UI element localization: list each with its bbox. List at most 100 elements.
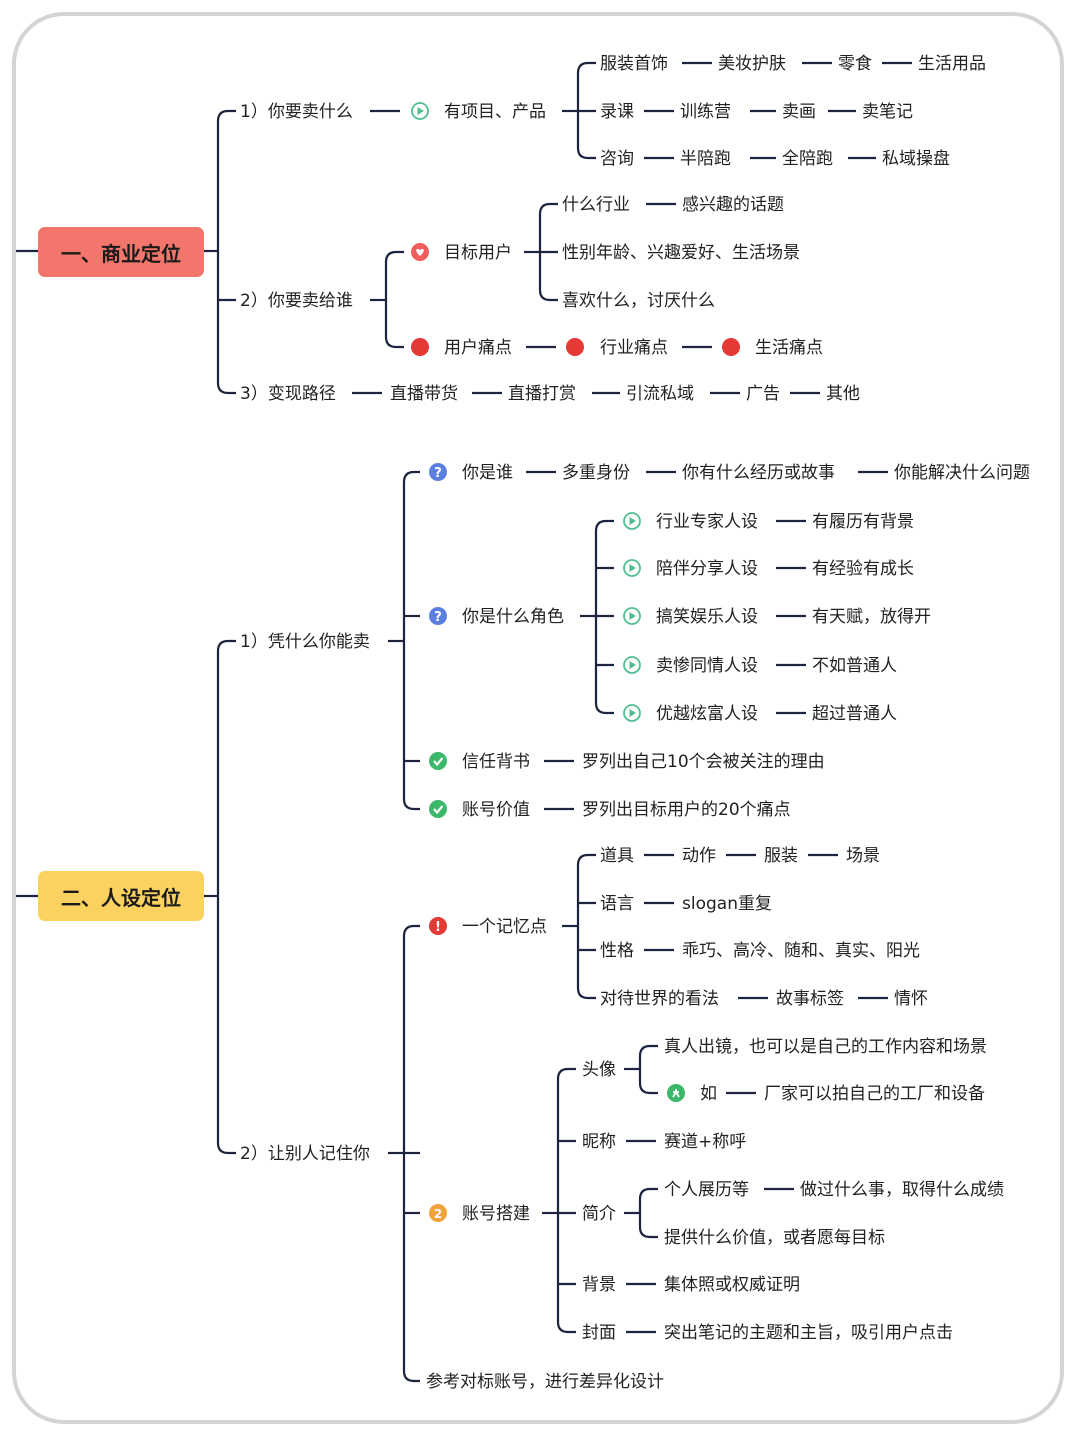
node-role-expert[interactable]: 行业专家人设	[656, 512, 758, 532]
node-solve-problem[interactable]: 你能解决什么问题	[894, 463, 1030, 483]
node-live-tips[interactable]: 直播打赏	[508, 384, 576, 404]
branch-persona: 1）凭什么你能卖 你是谁 多重身份 你有什么经历或故事 你能解决什么问题 你是什…	[240, 463, 1030, 1392]
node-private-traffic[interactable]: 引流私域	[626, 384, 694, 404]
root-node-persona[interactable]: 二、人设定位	[38, 871, 204, 921]
node-personality[interactable]: 性格	[600, 941, 634, 961]
node-who-are-you[interactable]: 你是谁	[462, 463, 513, 483]
node-actions[interactable]: 动作	[682, 846, 716, 866]
node-intro-resume[interactable]: 个人展历等	[664, 1180, 749, 1200]
check-icon	[427, 798, 449, 820]
node-personality-traits[interactable]: 乖巧、高冷、随和、真实、阳光	[682, 941, 920, 961]
node-role-rich[interactable]: 优越炫富人设	[656, 704, 758, 724]
root-node-business[interactable]: 一、商业定位	[38, 227, 204, 277]
play-icon	[623, 607, 641, 625]
node-nickname[interactable]: 昵称	[582, 1132, 616, 1152]
node-industry[interactable]: 什么行业	[562, 195, 630, 215]
node-full-coaching[interactable]: 全陪跑	[782, 149, 833, 169]
node-who-to-sell[interactable]: 2）你要卖给谁	[240, 291, 353, 311]
node-nickname-desc[interactable]: 赛道+称呼	[664, 1131, 746, 1152]
heart-icon	[411, 243, 429, 261]
node-consulting[interactable]: 咨询	[600, 149, 634, 169]
red-dot-icon	[566, 338, 584, 356]
node-scene[interactable]: 场景	[846, 846, 880, 866]
node-role[interactable]: 你是什么角色	[462, 607, 564, 627]
connector-lines	[16, 61, 912, 1383]
node-role-expert-desc[interactable]: 有履历有背景	[812, 512, 914, 532]
node-beauty[interactable]: 美妆护肤	[718, 54, 786, 74]
node-role-sympathy-desc[interactable]: 不如普通人	[812, 656, 897, 676]
node-interesting-topics[interactable]: 感兴趣的话题	[682, 195, 784, 215]
node-props[interactable]: 道具	[600, 846, 634, 866]
node-slogan[interactable]: slogan重复	[682, 894, 772, 914]
play-icon	[623, 704, 641, 722]
node-role-sympathy[interactable]: 卖惨同情人设	[656, 656, 758, 676]
exclamation-icon	[429, 917, 447, 935]
node-worldview[interactable]: 对待世界的看法	[600, 989, 719, 1009]
node-ads[interactable]: 广告	[746, 384, 780, 404]
node-role-funny[interactable]: 搞笑娱乐人设	[656, 607, 758, 627]
node-snacks[interactable]: 零食	[838, 54, 872, 74]
play-icon	[411, 102, 429, 120]
node-account-value[interactable]: 账号价值	[462, 800, 530, 820]
node-role-companion[interactable]: 陪伴分享人设	[656, 559, 758, 579]
node-sentiment[interactable]: 情怀	[894, 989, 928, 1009]
question-icon	[429, 607, 447, 625]
node-half-coaching[interactable]: 半陪跑	[680, 149, 731, 169]
node-daily-goods[interactable]: 生活用品	[918, 54, 986, 74]
node-cover[interactable]: 封面	[582, 1323, 616, 1343]
node-reference-accounts[interactable]: 参考对标账号，进行差异化设计	[426, 1372, 664, 1392]
node-avatar-real[interactable]: 真人出镜，也可以是自己的工作内容和场景	[664, 1037, 987, 1057]
node-intro-achievement[interactable]: 做过什么事，取得什么成绩	[800, 1180, 1004, 1200]
node-why-you[interactable]: 1）凭什么你能卖	[240, 632, 370, 652]
play-icon	[623, 512, 641, 530]
node-account-setup[interactable]: 账号搭建	[462, 1204, 530, 1224]
node-background[interactable]: 背景	[582, 1275, 616, 1295]
node-cover-desc[interactable]: 突出笔记的主题和主旨，吸引用户点击	[664, 1323, 953, 1343]
node-story-tag[interactable]: 故事标签	[776, 989, 844, 1009]
node-life-pain[interactable]: 生活痛点	[755, 338, 823, 358]
node-memory-point[interactable]: 一个记忆点	[462, 917, 547, 937]
play-icon	[623, 656, 641, 674]
node-clothing[interactable]: 服装首饰	[600, 54, 668, 74]
node-account-value-desc[interactable]: 罗列出目标用户的20个痛点	[582, 800, 791, 820]
node-costume[interactable]: 服装	[764, 846, 798, 866]
node-sell-paintings[interactable]: 卖画	[782, 102, 816, 122]
node-intro[interactable]: 简介	[582, 1204, 616, 1224]
question-icon	[429, 463, 447, 481]
node-be-remembered[interactable]: 2）让别人记住你	[240, 1144, 370, 1164]
node-project-product[interactable]: 有项目、产品	[444, 102, 546, 122]
node-role-rich-desc[interactable]: 超过普通人	[812, 704, 897, 724]
node-private-domain[interactable]: 私域操盘	[882, 149, 950, 169]
node-role-companion-desc[interactable]: 有经验有成长	[812, 559, 914, 579]
node-language[interactable]: 语言	[600, 894, 634, 914]
node-user-pain[interactable]: 用户痛点	[444, 338, 512, 358]
node-bootcamp[interactable]: 训练营	[680, 102, 731, 122]
node-likes-dislikes[interactable]: 喜欢什么，讨厌什么	[562, 291, 715, 311]
node-intro-value[interactable]: 提供什么价值，或者愿每目标	[664, 1228, 885, 1248]
node-trust-desc[interactable]: 罗列出自己10个会被关注的理由	[582, 752, 825, 772]
node-target-user[interactable]: 目标用户	[444, 243, 512, 263]
node-avatar-eg[interactable]: 如	[700, 1084, 717, 1104]
node-role-funny-desc[interactable]: 有天赋，放得开	[812, 607, 931, 627]
node-demographics[interactable]: 性别年龄、兴趣爱好、生活场景	[562, 243, 800, 263]
node-background-desc[interactable]: 集体照或权威证明	[664, 1275, 800, 1295]
red-dot-icon	[722, 338, 740, 356]
check-icon	[427, 750, 449, 772]
node-sell-notes[interactable]: 卖笔记	[862, 102, 913, 122]
node-monetization[interactable]: 3）变现路径	[240, 384, 336, 404]
node-multi-identity[interactable]: 多重身份	[562, 463, 630, 483]
outer-frame	[12, 12, 1064, 1424]
node-recorded-course[interactable]: 录课	[600, 102, 634, 122]
node-experience[interactable]: 你有什么经历或故事	[682, 463, 835, 483]
node-industry-pain[interactable]: 行业痛点	[600, 338, 668, 358]
node-live-commerce[interactable]: 直播带货	[390, 384, 458, 404]
node-avatar[interactable]: 头像	[582, 1060, 616, 1080]
node-avatar-factory[interactable]: 厂家可以拍自己的工厂和设备	[764, 1084, 985, 1104]
node-what-to-sell[interactable]: 1）你要卖什么	[240, 102, 353, 122]
play-icon	[623, 559, 641, 577]
node-trust[interactable]: 信任背书	[462, 752, 530, 772]
branch-business: 1）你要卖什么 有项目、产品 服装首饰 美妆护肤 零食 生活用品 录课 训练营 …	[240, 54, 986, 404]
node-others[interactable]: 其他	[826, 384, 860, 404]
red-dot-icon	[411, 338, 429, 356]
